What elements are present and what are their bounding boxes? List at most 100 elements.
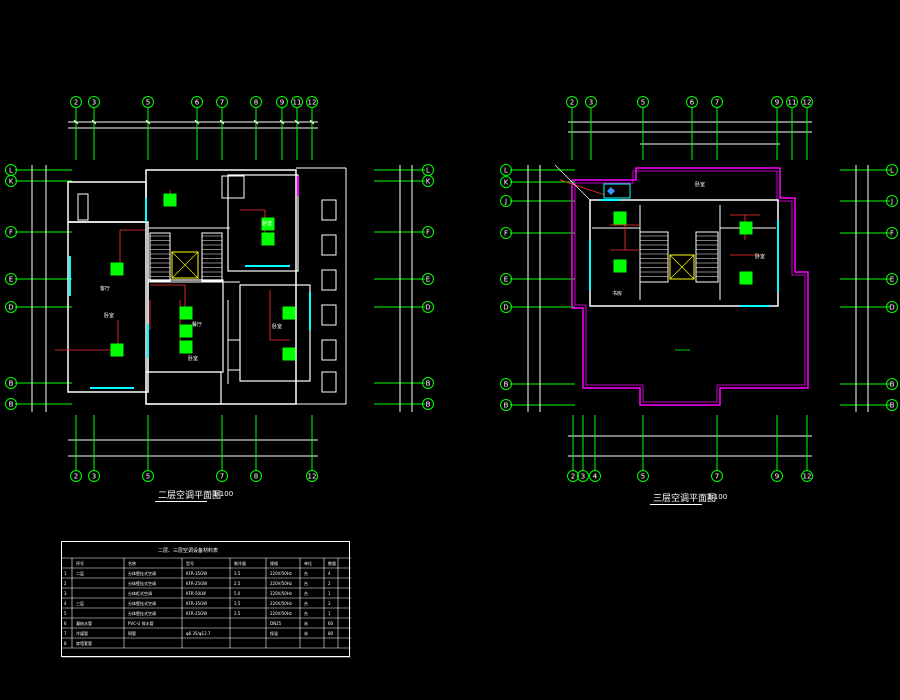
right-bottom-axis-9-label: 9 — [775, 473, 779, 481]
room-label-living: 客厅 — [100, 285, 110, 292]
right-side-axis-K-label: K — [426, 178, 431, 186]
table-cell: 冷媒管 — [76, 631, 88, 636]
right-bottom-axis-5-label: 5 — [641, 473, 645, 481]
dim-tick — [309, 119, 315, 125]
bathroom-wall — [67, 181, 147, 223]
ac-unit-right-0 — [613, 211, 627, 225]
room-label-bedroom-3: 卧室 — [272, 323, 282, 330]
refrigerant-pipe — [559, 179, 606, 196]
table-cell: KFR-35GW — [186, 571, 208, 576]
ac-unit-left-6 — [179, 340, 193, 354]
table-cell: KFR-25GW — [186, 581, 208, 586]
table-cell: 二层 — [76, 571, 84, 576]
table-cell: 3.5 — [234, 571, 241, 576]
dim-tick — [194, 119, 200, 125]
right-top-axis-6-label: 6 — [690, 99, 695, 107]
r-left-axis-B1-label: B — [504, 402, 509, 410]
left-top-axis-3-label: 3 — [92, 99, 96, 107]
left-plan-scale: 1:100 — [213, 490, 234, 498]
right-side-axis-D-label: D — [425, 304, 430, 312]
right-top-axis-2-bubble — [566, 96, 578, 108]
right-side-axis-F-bubble — [422, 226, 434, 238]
table-cell: 3.5 — [234, 601, 241, 606]
r-right-axis-J-label: J — [890, 198, 893, 206]
left-top-axis-9-bubble — [276, 96, 288, 108]
table-cell: 1 — [64, 571, 67, 576]
r-left-axis-D-label: D — [503, 304, 508, 312]
right-top-axis-5-bubble — [637, 96, 649, 108]
table-cell: 分体壁挂式空调 — [128, 611, 156, 616]
elevator-x — [669, 254, 695, 280]
table-cell: 2 — [64, 581, 67, 586]
table-cell: 台 — [304, 591, 308, 596]
left-top-axis-5-bubble — [142, 96, 154, 108]
left-top-axis-12-label: 12 — [308, 99, 317, 107]
room-label-bedroom-4: 卧室 — [188, 355, 198, 362]
right-top-axis-11-bubble — [786, 96, 798, 108]
left-top-axis-9-label: 9 — [280, 99, 284, 107]
stair-well-r — [639, 231, 669, 283]
elevator-x — [171, 251, 199, 279]
ac-unit-left-1 — [261, 217, 275, 231]
table-cell: 三层 — [76, 601, 84, 606]
left-side-axis-B-label: B — [9, 380, 14, 388]
room-label-dining: 餐厅 — [192, 321, 202, 328]
r-left-axis-L-label: L — [504, 167, 508, 175]
table-cell: 4 — [328, 571, 331, 576]
right-bottom-axis-7-label: 7 — [715, 473, 719, 481]
ac-unit-left-5 — [179, 324, 193, 338]
table-header-cell: 名称 — [128, 561, 136, 566]
left-bottom-axis-12-label: 12 — [308, 473, 317, 481]
table-cell: 60 — [328, 621, 334, 626]
table-cell: KFR-35GW — [186, 601, 208, 606]
table-cell: 220V/50Hz — [270, 571, 292, 576]
left-top-axis-3-bubble — [88, 96, 100, 108]
right-top-axis-5-label: 5 — [641, 99, 645, 107]
table-header-cell: 序号 — [76, 561, 84, 566]
r-left-axis-B-bubble — [500, 378, 512, 390]
leader-line — [554, 164, 591, 201]
left-side-axis-F-label: F — [9, 229, 13, 237]
table-header-cell: 单位 — [304, 561, 312, 566]
dim-tick — [145, 119, 151, 125]
table-header-cell: 制冷量 — [234, 561, 246, 566]
roof-boundary — [571, 167, 809, 406]
right-side-axis-K-bubble — [422, 175, 434, 187]
r-right-axis-B-label: B — [890, 381, 895, 389]
table-cell: 2.5 — [234, 611, 241, 616]
ac-unit-left-9 — [110, 343, 124, 357]
left-top-axis-6-label: 6 — [195, 99, 200, 107]
table-cell: 1 — [328, 591, 331, 596]
right-side-axis-B1-bubble — [422, 398, 434, 410]
room-label-bedroom-1: 卧室 — [104, 312, 114, 319]
elevator-shaft — [171, 251, 199, 279]
left-top-axis-2-label: 2 — [74, 99, 78, 107]
table-cell: PVC-U 排水管 — [128, 621, 154, 626]
ac-unit-left-8 — [282, 347, 296, 361]
dim-tick — [73, 119, 79, 125]
r-left-axis-B1-bubble — [500, 399, 512, 411]
bathtub — [77, 193, 89, 221]
r-right-axis-B-bubble — [886, 378, 898, 390]
ac-unit-left-3 — [110, 262, 124, 276]
stair-well-2 — [201, 232, 223, 282]
wall-south-bay — [145, 371, 222, 405]
right-title-underline — [650, 504, 702, 505]
table-cell: 7 — [64, 631, 67, 636]
left-title-underline — [155, 501, 207, 502]
toilet-room — [221, 175, 245, 199]
right-side-axis-E-bubble — [422, 273, 434, 285]
left-side-axis-B1-bubble — [5, 398, 17, 410]
left-top-axis-7-label: 7 — [220, 99, 224, 107]
dim-tick — [294, 119, 300, 125]
right-top-axis-7-label: 7 — [715, 99, 719, 107]
r-left-axis-K-bubble — [500, 176, 512, 188]
left-bottom-axis-5-label: 5 — [146, 473, 150, 481]
table-cell: 分体壁挂式空调 — [128, 581, 156, 586]
left-top-axis-8-label: 8 — [254, 99, 258, 107]
facade-window — [321, 234, 337, 256]
table-cell: 5 — [64, 611, 67, 616]
dim-tick — [253, 119, 259, 125]
outdoor-unit-marker — [603, 183, 631, 199]
r-left-axis-L-bubble — [500, 164, 512, 176]
